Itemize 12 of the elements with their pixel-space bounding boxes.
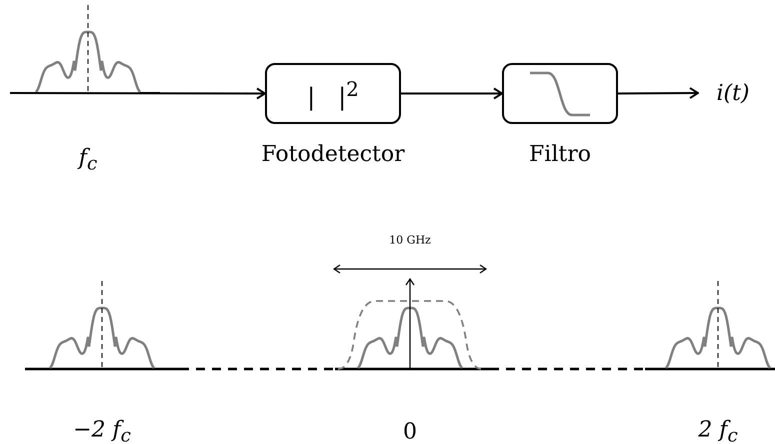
frequency-label: 0 (403, 420, 417, 444)
output-label: i(t) (698, 76, 768, 110)
frequency-label: f$_{c}$ (78, 145, 98, 175)
arrow (10, 87, 266, 100)
block-title: Fotodetector (261, 142, 405, 167)
arrow (618, 87, 699, 100)
bandwidth-label: 10 GHz (389, 234, 431, 246)
arrow (401, 88, 503, 100)
frequency-label: −2 f$_{c}$ (73, 417, 131, 444)
squared-magnitude-symbol: | |$^{2}$ (307, 76, 359, 110)
block-title: Filtro (529, 142, 591, 167)
frequency-label: 2 f$_{c}$ (698, 417, 738, 444)
